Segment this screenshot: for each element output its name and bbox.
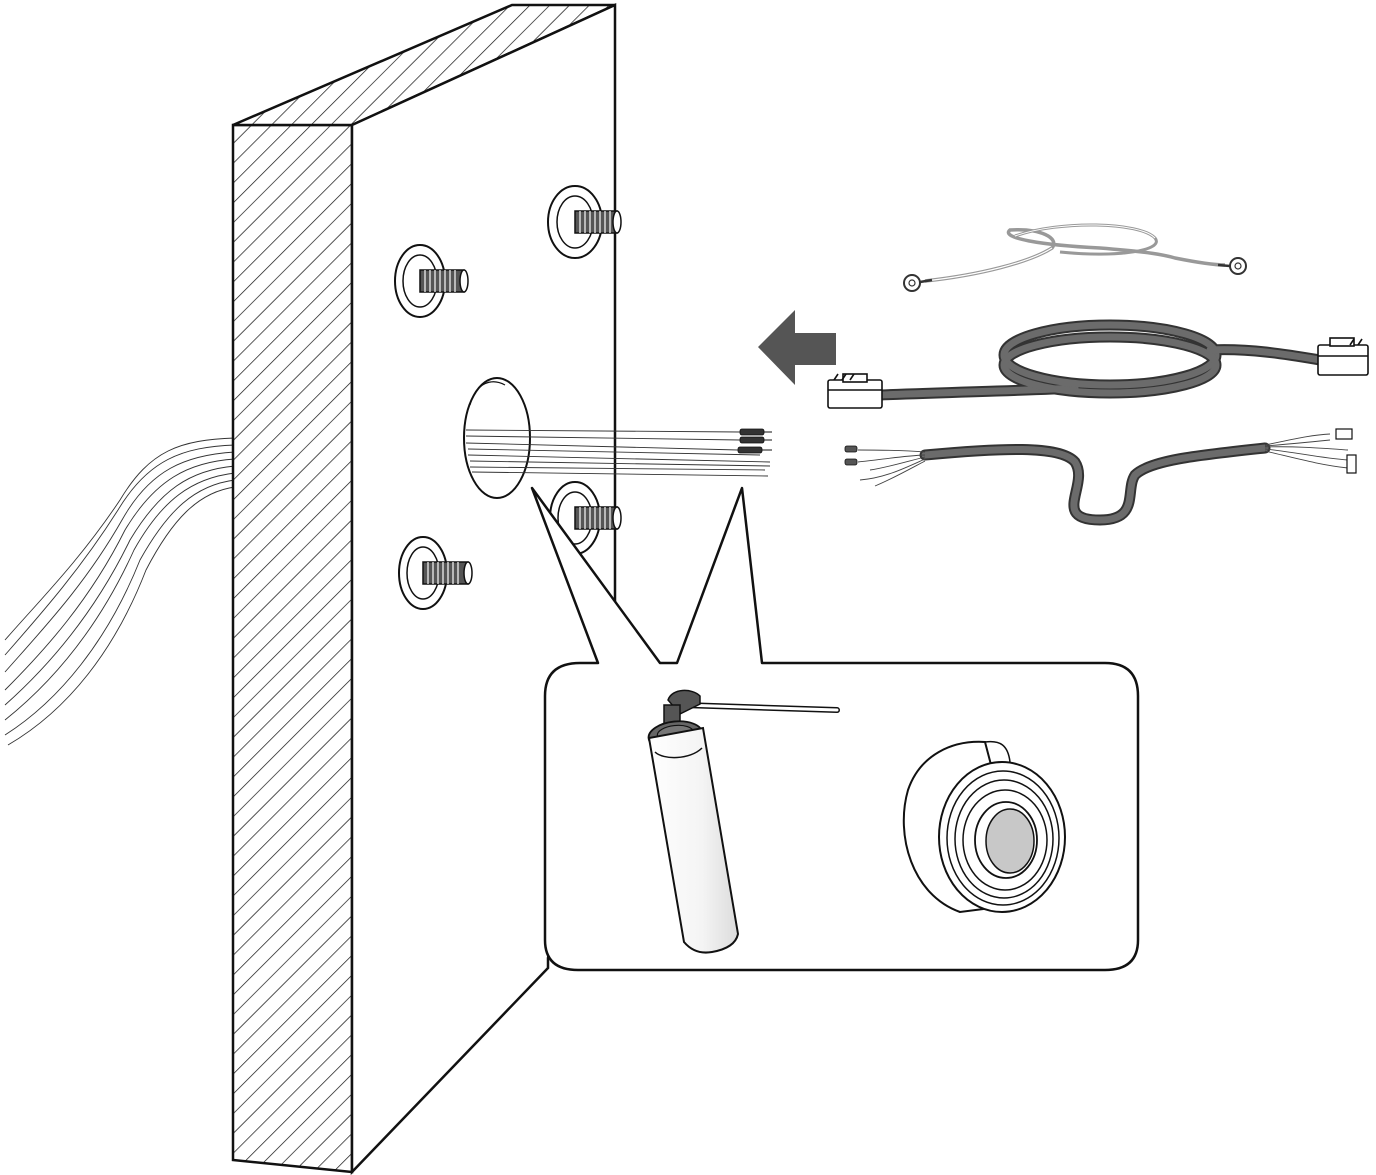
sealant-tube-icon bbox=[647, 689, 840, 954]
rj45-plug-left bbox=[827, 373, 883, 409]
screw-top-left bbox=[394, 244, 469, 318]
lan-cable-icon bbox=[827, 319, 1369, 409]
callout-bubble-icon bbox=[530, 486, 1140, 972]
cable-hole-icon bbox=[463, 377, 772, 499]
insulating-tape-icon bbox=[902, 740, 1066, 914]
screw-top-right bbox=[547, 185, 622, 259]
threaded-stud-icon bbox=[394, 185, 622, 610]
wall-wires-icon bbox=[4, 437, 236, 746]
screw-bottom-left bbox=[398, 536, 473, 610]
multi-wire-cable-icon bbox=[844, 428, 1357, 526]
rj45-plug-right bbox=[1317, 337, 1369, 376]
ground-cable-icon bbox=[903, 223, 1247, 292]
arrow-left-icon bbox=[758, 310, 836, 385]
